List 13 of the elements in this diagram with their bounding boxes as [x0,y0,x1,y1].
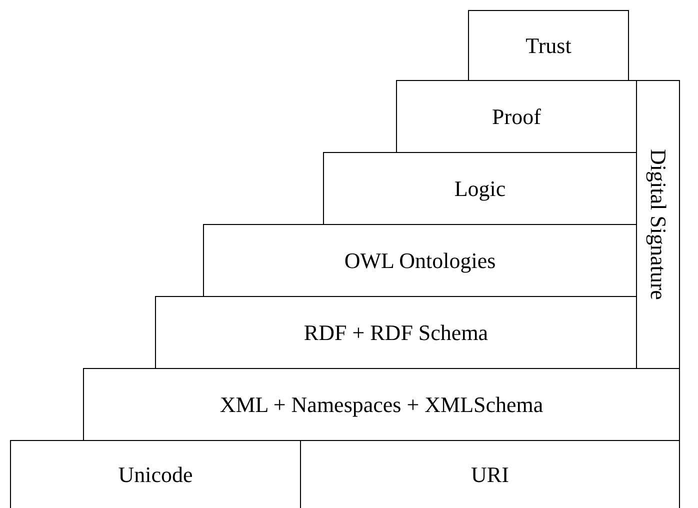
layer-label: Proof [492,104,541,130]
layer-label: Trust [526,32,572,58]
layer-label: RDF + RDF Schema [304,320,488,346]
layer-label: XML + Namespaces + XMLSchema [220,392,544,418]
layer-label: OWL Ontologies [344,248,496,274]
layer-label: URI [471,462,509,488]
layer-label: Logic [454,176,506,202]
layer-box [396,80,637,153]
layer-label: Digital Signature [645,149,671,300]
layer-label: Unicode [118,462,193,488]
layer-box [636,80,680,369]
layer-box [83,368,680,441]
layer-box [468,10,629,81]
